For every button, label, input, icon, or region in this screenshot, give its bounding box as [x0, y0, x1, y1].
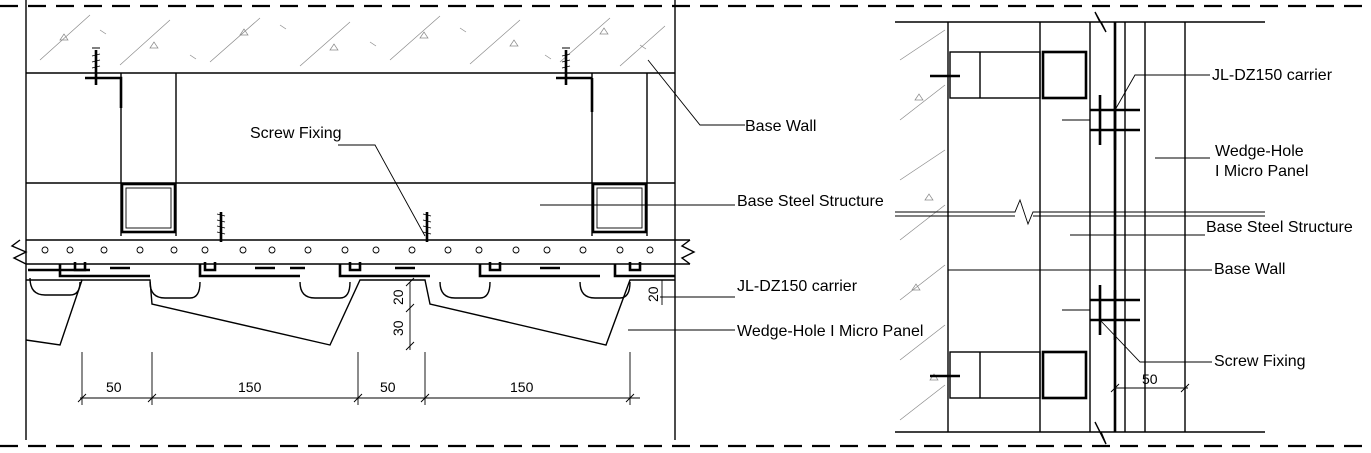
label-carrier: JL-DZ150 carrier [737, 278, 858, 295]
carrier-clips [28, 262, 675, 299]
base-steel-structure [26, 47, 675, 236]
right-label-base-wall: Base Wall [1214, 261, 1285, 278]
left-section-view: Base Wall Screw Fixing Base Steel Struct… [10, 0, 923, 440]
right-label-screw-fixing: Screw Fixing [1214, 353, 1306, 370]
label-base-wall: Base Wall [745, 118, 816, 135]
label-base-steel-structure: Base Steel Structure [737, 193, 884, 210]
right-dim-50: 50 [1142, 371, 1158, 387]
leaders [338, 59, 745, 331]
dim-30-vertical: 30 [390, 320, 406, 336]
dim-20-vertical: 20 [390, 289, 406, 305]
dim-20-right: 20 [645, 286, 661, 302]
right-label-base-steel-structure: Base Steel Structure [1206, 219, 1353, 236]
wedge-panels [25, 279, 675, 346]
right-label-panel-line2: I Micro Panel [1215, 163, 1308, 180]
right-base-wall [899, 22, 949, 432]
label-panel: Wedge-Hole I Micro Panel [737, 323, 923, 340]
right-section-view: JL-DZ150 carrier Wedge-Hole I Micro Pane… [895, 11, 1353, 445]
dimensions [77, 277, 663, 405]
dim-50-a: 50 [106, 379, 122, 395]
label-screw-fixing: Screw Fixing [250, 125, 342, 142]
dim-150-b: 150 [510, 379, 534, 395]
carrier-band [10, 212, 696, 265]
right-label-carrier: JL-DZ150 carrier [1212, 67, 1333, 84]
right-label-panel-line1: Wedge-Hole [1215, 143, 1304, 160]
dim-50-b: 50 [380, 379, 396, 395]
dim-150-a: 150 [238, 379, 262, 395]
base-wall [26, 14, 675, 74]
